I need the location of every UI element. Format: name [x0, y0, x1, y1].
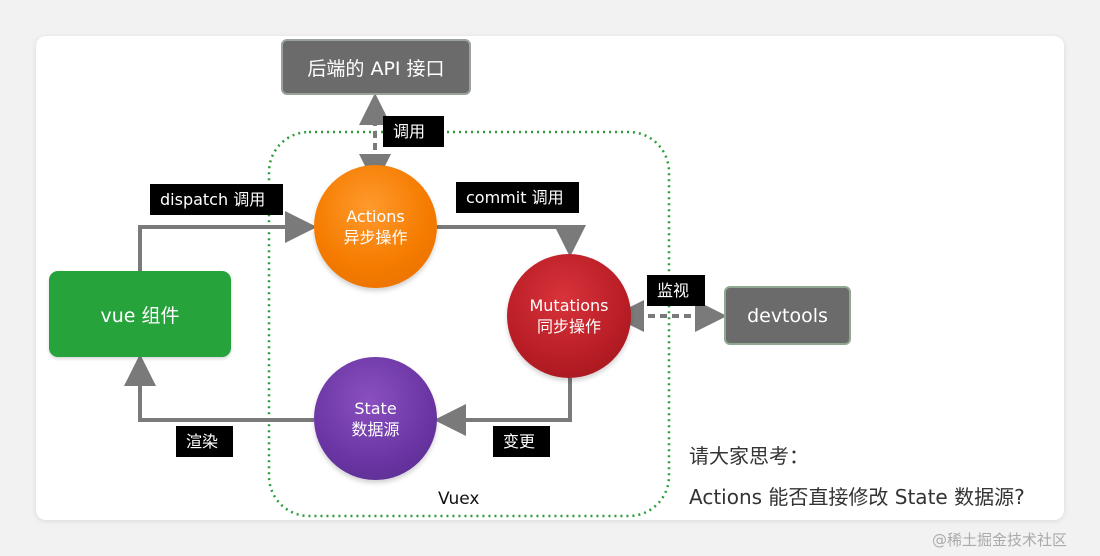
vuex-group-label: Vuex — [438, 489, 480, 509]
mutations-node: Mutations 同步操作 — [507, 254, 631, 378]
state-title: State — [354, 398, 397, 418]
actions-node: Actions 异步操作 — [314, 165, 437, 288]
mutations-subtitle: 同步操作 — [536, 317, 601, 336]
backend-api-node: 后端的 API 接口 — [281, 39, 471, 95]
question-text: Actions 能否直接修改 State 数据源? — [689, 485, 1025, 509]
change-arrow — [434, 378, 572, 436]
dispatch-label: dispatch 调用 — [150, 184, 283, 215]
actions-title: Actions — [346, 206, 405, 226]
actions-subtitle: 异步操作 — [343, 227, 408, 247]
render-arrow — [124, 354, 314, 422]
mutations-title: Mutations — [529, 296, 609, 315]
vue-component-node: vue 组件 — [49, 271, 231, 357]
render-label: 渲染 — [176, 426, 233, 457]
api-call-label: 调用 — [383, 116, 444, 147]
dispatch-arrow — [138, 211, 317, 271]
state-node: State 数据源 — [314, 357, 437, 480]
commit-label: commit 调用 — [456, 182, 579, 213]
state-subtitle: 数据源 — [351, 419, 400, 439]
change-label: 变更 — [493, 426, 550, 457]
commit-arrow — [437, 225, 586, 257]
watch-label: 监视 — [647, 275, 705, 306]
question-prompt: 请大家思考： — [689, 444, 809, 468]
devtools-node: devtools — [724, 286, 851, 345]
watermark: @稀土掘金技术社区 — [932, 531, 1068, 549]
